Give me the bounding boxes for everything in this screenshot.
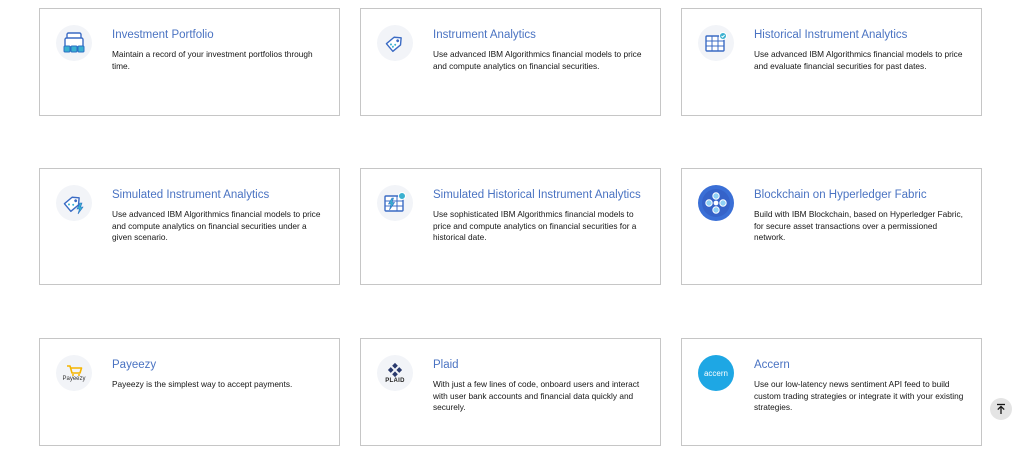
card-accern[interactable]: accern Accern Use our low-latency news s… <box>681 338 982 446</box>
accern-logo-text: accern <box>703 368 728 378</box>
portfolio-folders-icon <box>56 25 92 61</box>
card-title: Plaid <box>433 359 459 371</box>
card-title: Instrument Analytics <box>433 29 536 41</box>
card-description: Use our low-latency news sentiment API f… <box>754 379 964 413</box>
card-title: Simulated Instrument Analytics <box>112 189 270 201</box>
payeezy-logo-text: Payeezy <box>62 375 86 382</box>
calendar-lightning-icon <box>377 185 413 221</box>
arrow-up-to-top-icon <box>997 403 1005 414</box>
payeezy-cart-icon <box>67 364 83 376</box>
card-description: Use sophisticated IBM Algorithmics finan… <box>433 209 637 243</box>
plaid-logo-icon: PLAID <box>377 355 413 391</box>
card-title: Historical Instrument Analytics <box>754 29 908 41</box>
card-investment-portfolio[interactable]: Investment Portfolio Maintain a record o… <box>39 8 340 116</box>
card-title: Simulated Historical Instrument Analytic… <box>433 189 641 201</box>
card-historical-instrument-analytics[interactable]: Historical Instrument Analytics Use adva… <box>681 8 982 116</box>
card-description: With just a few lines of code, onboard u… <box>433 379 640 413</box>
card-title: Accern <box>754 359 790 371</box>
card-description: Maintain a record of your investment por… <box>112 49 313 71</box>
accern-logo-icon: accern <box>698 355 734 391</box>
card-description: Build with IBM Blockchain, based on Hype… <box>754 209 963 243</box>
card-blockchain-hyperledger[interactable]: Blockchain on Hyperledger Fabric Build w… <box>681 168 982 285</box>
card-payeezy[interactable]: Payeezy Payeezy Payeezy is the simplest … <box>39 338 340 446</box>
price-tag-icon <box>377 25 413 61</box>
card-title: Blockchain on Hyperledger Fabric <box>754 189 927 201</box>
card-simulated-historical-instrument-analytics[interactable]: Simulated Historical Instrument Analytic… <box>360 168 661 285</box>
card-instrument-analytics[interactable]: Instrument Analytics Use advanced IBM Al… <box>360 8 661 116</box>
card-title: Payeezy <box>112 359 157 371</box>
back-to-top-button[interactable] <box>990 398 1012 420</box>
card-description: Use advanced IBM Algorithmics financial … <box>754 49 963 71</box>
card-description: Use advanced IBM Algorithmics financial … <box>112 209 321 243</box>
plaid-mark-icon <box>387 362 403 377</box>
price-tag-lightning-icon <box>56 185 92 221</box>
calendar-grid-icon <box>698 25 734 61</box>
blockchain-cubes-icon <box>698 185 734 221</box>
card-description: Use advanced IBM Algorithmics financial … <box>433 49 642 71</box>
card-simulated-instrument-analytics[interactable]: Simulated Instrument Analytics Use advan… <box>39 168 340 285</box>
card-plaid[interactable]: PLAID Plaid With just a few lines of cod… <box>360 338 661 446</box>
plaid-logo-text: PLAID <box>385 377 405 384</box>
card-title: Investment Portfolio <box>112 29 214 41</box>
card-description: Payeezy is the simplest way to accept pa… <box>112 379 293 389</box>
payeezy-logo-icon: Payeezy <box>56 355 92 391</box>
